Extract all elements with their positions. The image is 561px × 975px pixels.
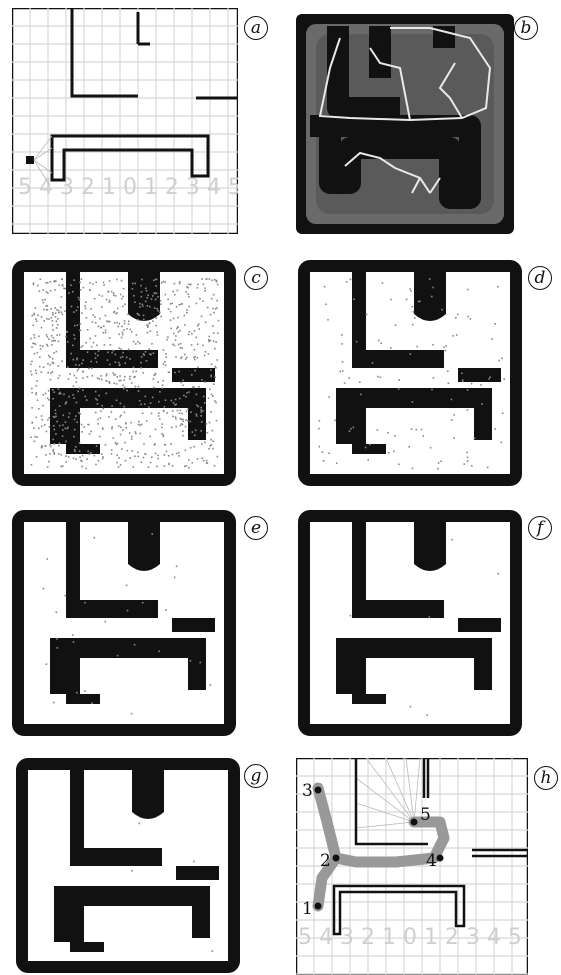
panel-e: e (10, 508, 238, 738)
waypoint-1: 1 (302, 899, 313, 919)
waypoint-3: 3 (302, 781, 313, 801)
panel-a-map: 5 4 3 2 1 0 1 2 3 4 5 (12, 8, 238, 234)
panel-d-label: d (528, 266, 552, 290)
panel-b-label: b (514, 16, 538, 40)
panel-d: d (296, 258, 524, 488)
panel-e-map (10, 508, 238, 738)
panel-c-map (10, 258, 238, 488)
panel-h-label: h (534, 766, 558, 790)
panel-g-map (14, 756, 242, 975)
panel-h-map: 5 4 3 2 1 0 1 2 3 4 5 1 2 3 4 5 (296, 758, 528, 975)
panel-f-label: f (528, 516, 552, 540)
panel-g-label: g (244, 764, 268, 788)
panel-b: b (290, 8, 520, 240)
panel-g: g (14, 756, 242, 975)
panel-h: 5 4 3 2 1 0 1 2 3 4 5 1 2 3 4 5 h (296, 758, 528, 975)
panel-c: c (10, 258, 238, 488)
panel-b-map (290, 8, 520, 240)
panel-f-map (296, 508, 524, 738)
panel-d-map (296, 258, 524, 488)
panel-f: f (296, 508, 524, 738)
waypoint-5: 5 (420, 805, 431, 825)
robot-marker (26, 156, 34, 164)
svg-text:5 4 3 2 1 0 1 2 3 4 5: 5 4 3 2 1 0 1 2 3 4 5 (298, 925, 522, 950)
waypoint-2: 2 (320, 851, 331, 871)
panel-a: 5 4 3 2 1 0 1 2 3 4 5 a (12, 8, 238, 234)
panel-c-label: c (244, 266, 268, 290)
panel-e-label: e (244, 516, 268, 540)
waypoint-4: 4 (426, 851, 437, 871)
panel-a-label: a (244, 16, 268, 40)
